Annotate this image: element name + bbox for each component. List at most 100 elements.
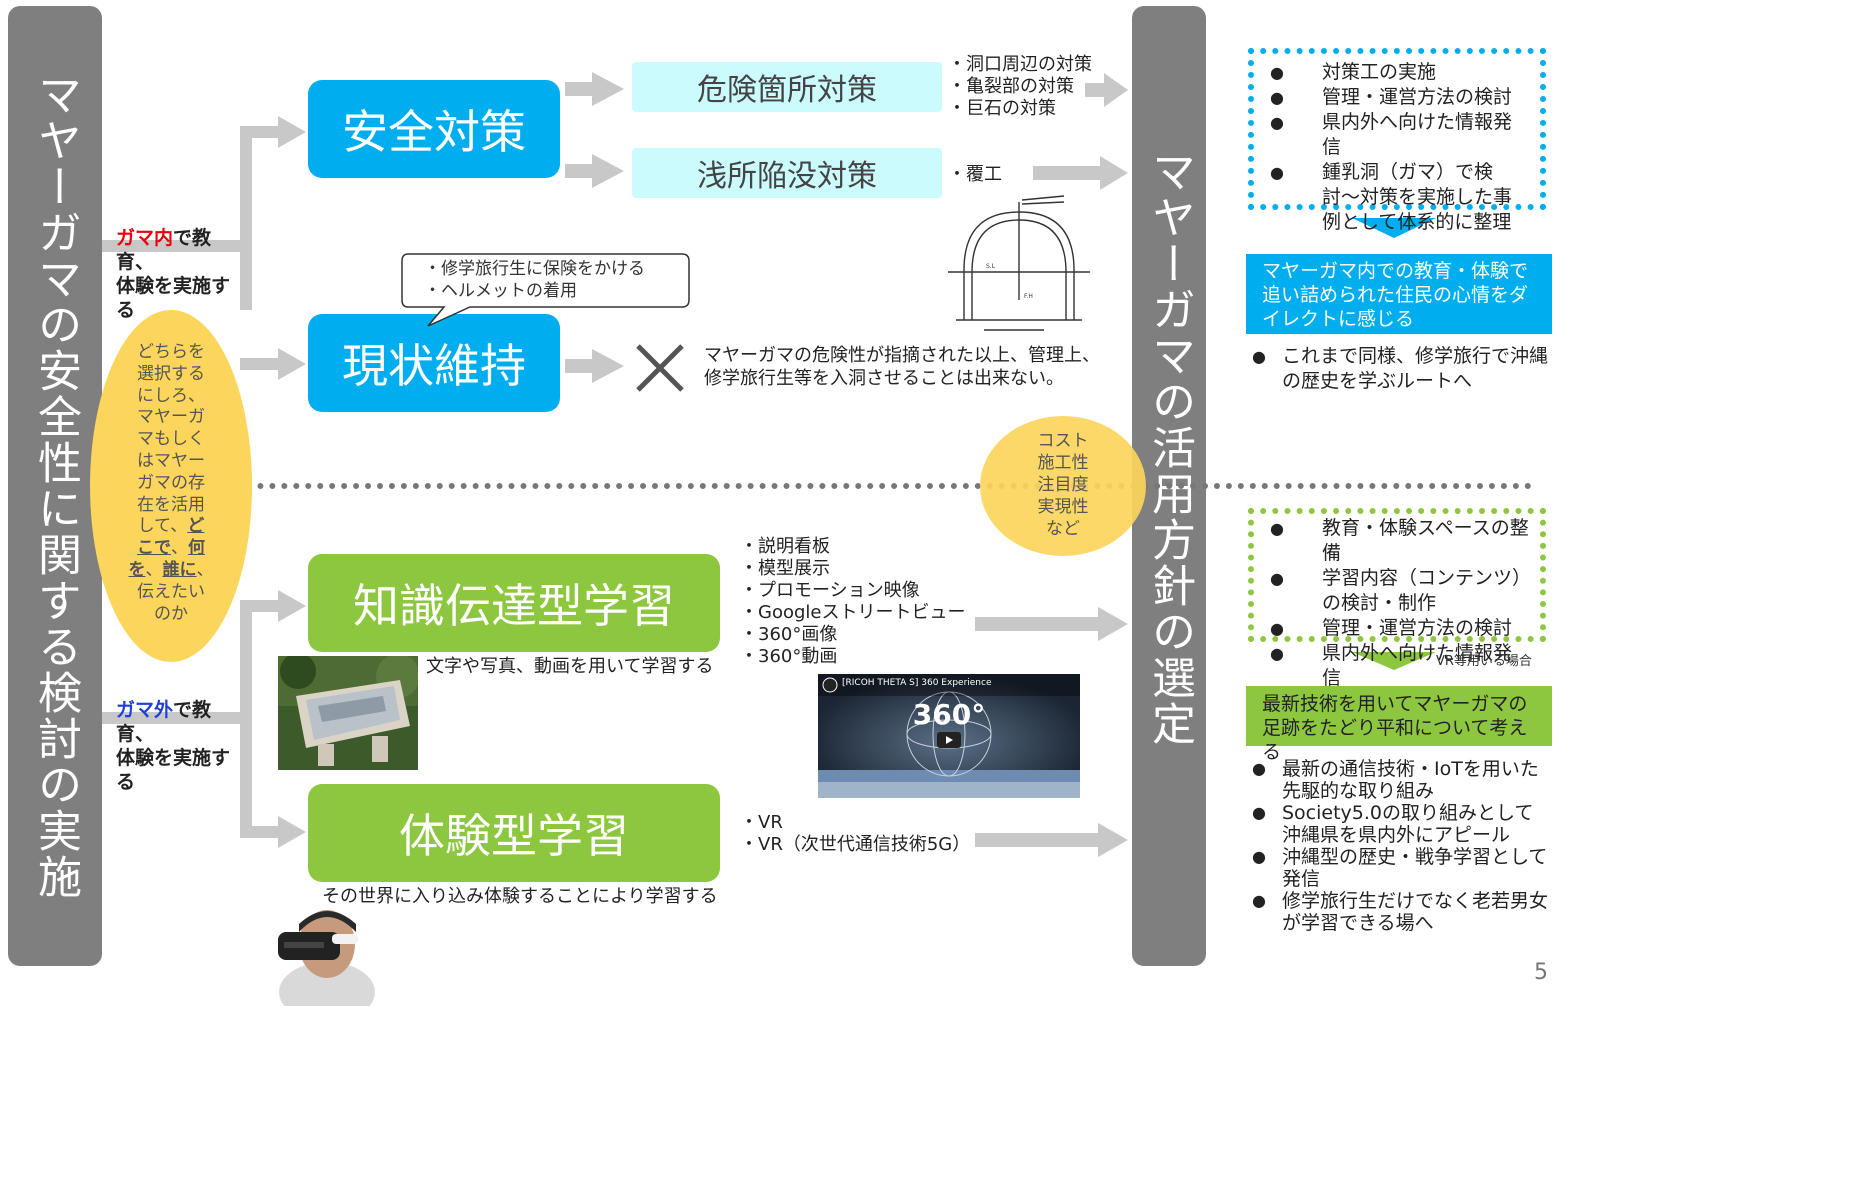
right-bottom-result-text: 最新技術を用いてマヤーガマの足跡をたどり平和について考える: [1262, 693, 1528, 763]
gama-in-text1: で教育、: [116, 227, 212, 273]
svg-text:F.H: F.H: [1024, 293, 1033, 300]
status-quo-note: マヤーガマの危険性が指摘された以上、管理上、 修学旅行生等を入洞させることは出来…: [704, 344, 1100, 390]
page-number: 5: [1534, 960, 1548, 985]
speech-bubble-text: ・修学旅行生に保険をかける ・ヘルメットの着用: [424, 258, 645, 302]
right-top-list-box: 対策工の実施 管理・運営方法の検討 県内外へ向けた情報発信 鍾乳洞（ガマ）で検討…: [1248, 48, 1546, 233]
svg-text:S.L: S.L: [986, 263, 996, 270]
ellipse-line: ガマの存: [137, 472, 205, 493]
shallow-collapse-label: 浅所陥没対策: [697, 159, 877, 194]
ellipse-emphasis: を: [128, 559, 146, 580]
experience-learning-label: 体験型学習: [399, 809, 629, 863]
ellipse-text: 、: [196, 559, 214, 580]
knowledge-item: ・360°画像: [740, 624, 838, 645]
danger-notes: ・洞口周辺の対策 ・亀裂部の対策 ・巨石の対策: [948, 54, 1098, 120]
right-bottom-list-box: 教育・体験スペースの整備 学習内容（コンテンツ）の検討・制作 管理・運営方法の検…: [1248, 508, 1546, 689]
speech-line: ・修学旅行生に保険をかける: [424, 259, 645, 279]
play-icon[interactable]: [937, 732, 961, 748]
list-item: 修学旅行生だけでなく老若男女が学習できる場へ: [1252, 890, 1552, 934]
ellipse-line: マヤーガ: [137, 407, 205, 428]
shallow-note: ・覆工: [948, 164, 1002, 185]
gama-out-text3: る: [116, 771, 136, 793]
list-item: 沖縄型の歴史・戦争学習として発信: [1252, 846, 1552, 890]
criteria-item: など: [1046, 519, 1080, 539]
right-top-result-box: マヤーガマ内での教育・体験で追い詰められた住民の心情をダイレクトに感じる: [1246, 254, 1552, 334]
criteria-item: 実現性: [1037, 497, 1089, 517]
knowledge-item: ・プロモーション映像: [740, 580, 920, 601]
video-thumbnail[interactable]: [RICOH THETA S] 360 Experience 360°: [818, 674, 1080, 798]
ellipse-line: して、ど: [90, 516, 252, 538]
experience-item: ・VR（次世代通信技術5G）: [740, 834, 971, 855]
gama-out-text2: 体験を実施す: [116, 747, 231, 769]
signboard-photo: [278, 656, 418, 770]
left-title-bar: マヤーガマの安全性に関する検討の実施: [8, 6, 102, 966]
list-item: 学習内容（コンテンツ）の検討・制作: [1270, 566, 1530, 616]
ellipse-line: 選択する: [137, 363, 205, 384]
ellipse-text: 、: [145, 559, 163, 580]
list-item: 管理・運営方法の検討: [1270, 85, 1530, 110]
video-scene: [818, 674, 1080, 798]
gama-in-text3: る: [116, 299, 136, 321]
tunnel-lining-diagram: S.L F.H: [948, 195, 1090, 331]
list-item: 鍾乳洞（ガマ）で検討〜対策を実施した事例として体系的に整理: [1270, 160, 1530, 235]
speech-bubble-shape: [401, 253, 690, 327]
criteria-item: 施工性: [1037, 453, 1089, 473]
knowledge-item: ・説明看板: [740, 536, 830, 557]
ellipse-line: 伝えたい: [137, 581, 205, 602]
ellipse-line: こで、何: [90, 538, 252, 560]
experience-learning-box: 体験型学習: [308, 784, 720, 882]
ellipse-line: にしろ、: [137, 385, 205, 406]
knowledge-learning-label: 知識伝達型学習: [353, 579, 675, 633]
knowledge-item: ・Googleストリートビュー: [740, 602, 966, 623]
status-quo-note-line: 修学旅行生等を入洞させることは出来ない。: [704, 368, 1064, 389]
right-bottom-bullets: 最新の通信技術・IoTを用いた先駆的な取り組み Society5.0の取り組みと…: [1252, 758, 1552, 934]
video-360-badge: 360°: [912, 698, 986, 731]
criteria-ellipse: コスト 施工性 注目度 実現性 など: [980, 416, 1146, 556]
list-item: 教育・体験スペースの整備: [1270, 516, 1530, 566]
ellipse-line: 在を活用: [137, 494, 205, 515]
left-title-text: マヤーガマの安全性に関する検討の実施: [30, 72, 81, 900]
ellipse-line: マもしく: [137, 429, 205, 450]
ellipse-emphasis: こで: [137, 538, 171, 559]
ellipse-line: どちらを: [137, 342, 205, 362]
ellipse-text: 、: [171, 538, 188, 559]
right-bottom-list: 教育・体験スペースの整備 学習内容（コンテンツ）の検討・制作 管理・運営方法の検…: [1254, 514, 1540, 691]
left-ellipse-text: どちらを 選択する にしろ、 マヤーガ マもしく はマヤー ガマの存 在を活用 …: [90, 342, 252, 625]
knowledge-caption: 文字や写真、動画を用いて学習する: [426, 656, 714, 677]
danger-spot-label: 危険箇所対策: [697, 73, 877, 108]
gama-in-label: ガマ内で教育、 体験を実施す る: [116, 226, 246, 322]
gama-out-label: ガマ外で教育、 体験を実施す る: [116, 698, 246, 794]
list-item: これまで同様、修学旅行で沖縄の歴史を学ぶルートへ: [1252, 344, 1552, 394]
danger-note-item: ・亀裂部の対策: [948, 76, 1074, 97]
left-question-ellipse: どちらを 選択する にしろ、 マヤーガ マもしく はマヤー ガマの存 在を活用 …: [90, 310, 252, 662]
list-item: 管理・運営方法の検討: [1270, 616, 1530, 641]
status-quo-box: 現状維持: [308, 314, 560, 412]
criteria-item: コスト: [1037, 431, 1089, 451]
experience-caption: その世界に入り込み体験することにより学習する: [322, 886, 718, 907]
criteria-text: コスト 施工性 注目度 実現性 など: [980, 430, 1146, 540]
list-item: 県内外へ向けた情報発信: [1270, 641, 1530, 691]
gama-out-text1: で教育、: [116, 699, 212, 745]
status-quo-label: 現状維持: [342, 339, 526, 393]
ellipse-emphasis: ど: [187, 516, 205, 537]
center-title-text: マヤーガマの活用方針の選定: [1144, 148, 1195, 747]
gama-out-colored: ガマ外: [116, 699, 174, 721]
criteria-item: 注目度: [1037, 475, 1089, 495]
right-bottom-result-box: 最新技術を用いてマヤーガマの足跡をたどり平和について考える: [1246, 686, 1552, 763]
list-item: 最新の通信技術・IoTを用いた先駆的な取り組み: [1252, 758, 1552, 802]
danger-note-item: ・洞口周辺の対策: [948, 54, 1092, 75]
vr-headset-image: [278, 910, 375, 1006]
danger-note-item: ・巨石の対策: [948, 98, 1056, 119]
ellipse-line: を、誰に、: [90, 560, 252, 582]
vr-note: VR等用いる場合: [1436, 654, 1532, 669]
knowledge-items: ・説明看板 ・模型展示 ・プロモーション映像 ・Googleストリートビュー ・…: [740, 536, 965, 668]
gama-in-text2: 体験を実施す: [116, 275, 231, 297]
knowledge-item: ・360°動画: [740, 646, 838, 667]
right-top-result-text: マヤーガマ内での教育・体験で追い詰められた住民の心情をダイレクトに感じる: [1262, 260, 1529, 330]
speech-line: ・ヘルメットの着用: [424, 281, 577, 301]
list-item: Society5.0の取り組みとして沖縄県を県内外にアピール: [1252, 802, 1552, 846]
ellipse-line: のか: [154, 603, 188, 624]
ellipse-text: して、: [137, 516, 188, 537]
list-item: 対策工の実施: [1270, 60, 1530, 85]
safety-measures-label: 安全対策: [342, 105, 526, 159]
section-divider: [102, 483, 1532, 489]
